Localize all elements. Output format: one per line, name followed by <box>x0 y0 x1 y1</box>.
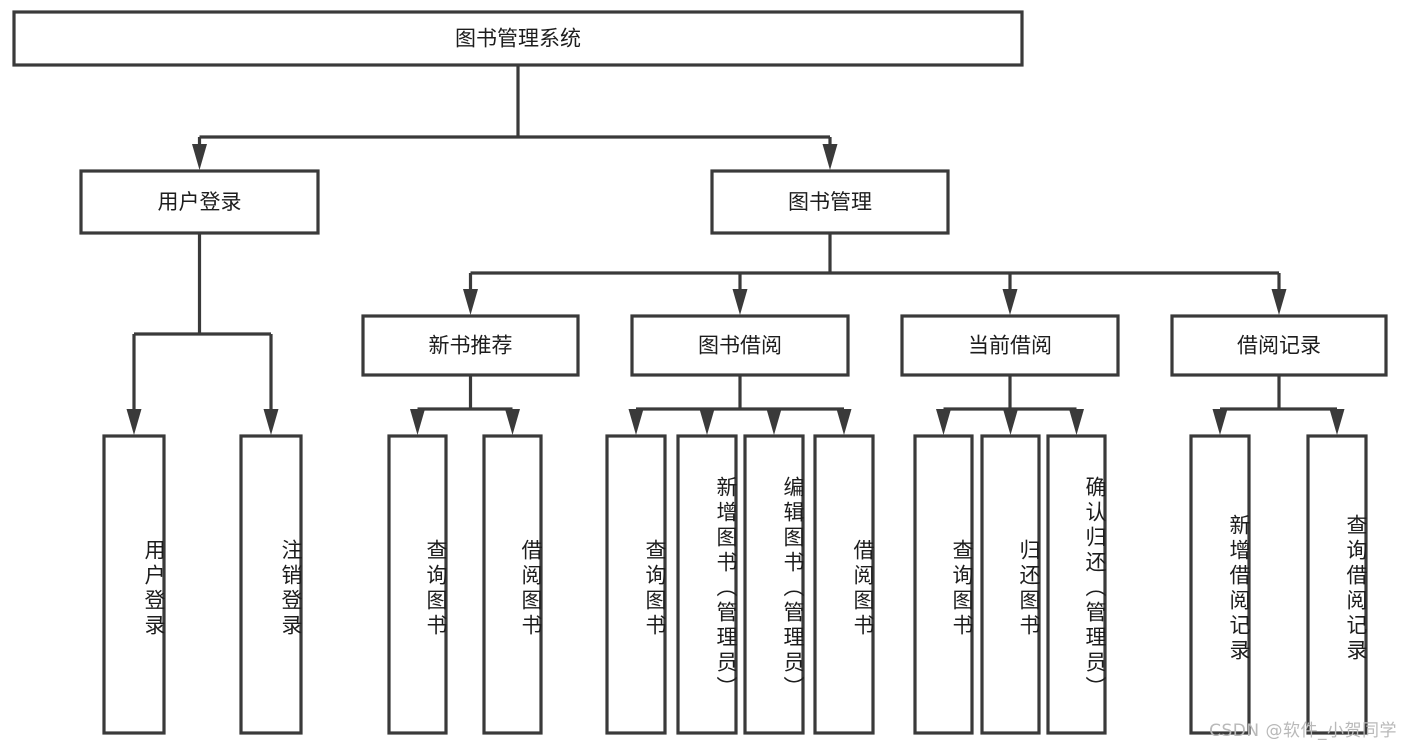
node-leaf-5[interactable] <box>676 434 738 735</box>
arrow-to-level2-0-head <box>192 144 207 170</box>
node-leaf-5-box[interactable] <box>676 434 738 735</box>
node-leaf-8-box[interactable] <box>913 434 974 735</box>
arrow-to-leaf-8-head <box>936 409 951 435</box>
arrow-to-leaf-0-head <box>126 409 142 435</box>
node-level3-3[interactable]: 借阅记录 <box>1170 314 1388 377</box>
node-leaf-8[interactable] <box>913 434 974 735</box>
arrow-to-leaf-2-head <box>410 409 425 435</box>
node-level3-2-label: 当前借阅 <box>968 334 1052 358</box>
arrow-to-level3-2-head <box>1002 289 1018 315</box>
node-level2-0[interactable]: 用户登录 <box>79 169 320 235</box>
node-leaf-6-box[interactable] <box>743 434 805 735</box>
node-level2-1-box[interactable] <box>710 169 950 235</box>
node-root[interactable]: 图书管理系统 <box>12 10 1024 67</box>
node-leaf-10[interactable] <box>1046 434 1107 735</box>
node-leaf-1[interactable] <box>239 434 303 735</box>
node-level3-3-label: 借阅记录 <box>1237 334 1321 358</box>
node-leaf-4[interactable] <box>605 434 667 735</box>
node-level3-0-box[interactable] <box>361 314 580 377</box>
node-leaf-4-box[interactable] <box>605 434 667 735</box>
node-level3-3-box[interactable] <box>1170 314 1388 377</box>
arrow-to-level2-1-head <box>822 144 838 170</box>
arrow-to-leaf-9-head <box>1003 409 1018 435</box>
node-leaf-1-box[interactable] <box>239 434 303 735</box>
node-level3-1-box[interactable] <box>630 314 850 377</box>
node-leaf-11[interactable] <box>1189 434 1251 735</box>
node-leaf-11-box[interactable] <box>1189 434 1251 735</box>
node-level2-0-label: 用户登录 <box>158 190 242 214</box>
arrow-to-leaf-10-head <box>1069 409 1084 435</box>
arrow-to-leaf-5-head <box>699 409 715 435</box>
arrow-to-leaf-4-head <box>628 409 644 435</box>
arrow-to-leaf-6-head <box>766 409 782 435</box>
node-leaf-0[interactable] <box>102 434 166 735</box>
node-leaf-7-box[interactable] <box>813 434 875 735</box>
arrow-to-leaf-11-head <box>1212 409 1228 435</box>
node-level3-1-label: 图书借阅 <box>698 334 782 358</box>
arrow-to-leaf-1-head <box>263 409 279 435</box>
node-level2-0-box[interactable] <box>79 169 320 235</box>
node-level3-2-box[interactable] <box>900 314 1120 377</box>
arrow-to-leaf-12-head <box>1329 409 1345 435</box>
node-root-box[interactable] <box>12 10 1024 67</box>
node-leaf-12-box[interactable] <box>1306 434 1368 735</box>
node-leaf-0-box[interactable] <box>102 434 166 735</box>
node-leaf-2[interactable] <box>387 434 448 735</box>
node-leaf-2-box[interactable] <box>387 434 448 735</box>
node-leaf-3-box[interactable] <box>482 434 543 735</box>
arrow-to-level3-0-head <box>463 289 478 315</box>
node-leaf-7[interactable] <box>813 434 875 735</box>
connector-layer <box>126 65 1345 435</box>
node-leaf-9-box[interactable] <box>980 434 1041 735</box>
node-leaf-9[interactable] <box>980 434 1041 735</box>
arrow-to-leaf-3-head <box>505 409 520 435</box>
node-level3-0-label: 新书推荐 <box>429 334 513 358</box>
arrow-to-level3-1-head <box>732 289 748 315</box>
node-level3-2[interactable]: 当前借阅 <box>900 314 1120 377</box>
node-root-label: 图书管理系统 <box>455 27 581 51</box>
node-leaf-12[interactable] <box>1306 434 1368 735</box>
node-level3-0[interactable]: 新书推荐 <box>361 314 580 377</box>
arrow-to-leaf-7-head <box>836 409 852 435</box>
arrow-to-level3-3-head <box>1271 289 1287 315</box>
node-level2-1[interactable]: 图书管理 <box>710 169 950 235</box>
node-level2-1-label: 图书管理 <box>788 190 872 214</box>
node-leaf-10-box[interactable] <box>1046 434 1107 735</box>
csdn-watermark: CSDN @软件_小贺同学 <box>1209 721 1397 741</box>
node-leaf-6[interactable] <box>743 434 805 735</box>
node-level3-1[interactable]: 图书借阅 <box>630 314 850 377</box>
node-leaf-3[interactable] <box>482 434 543 735</box>
